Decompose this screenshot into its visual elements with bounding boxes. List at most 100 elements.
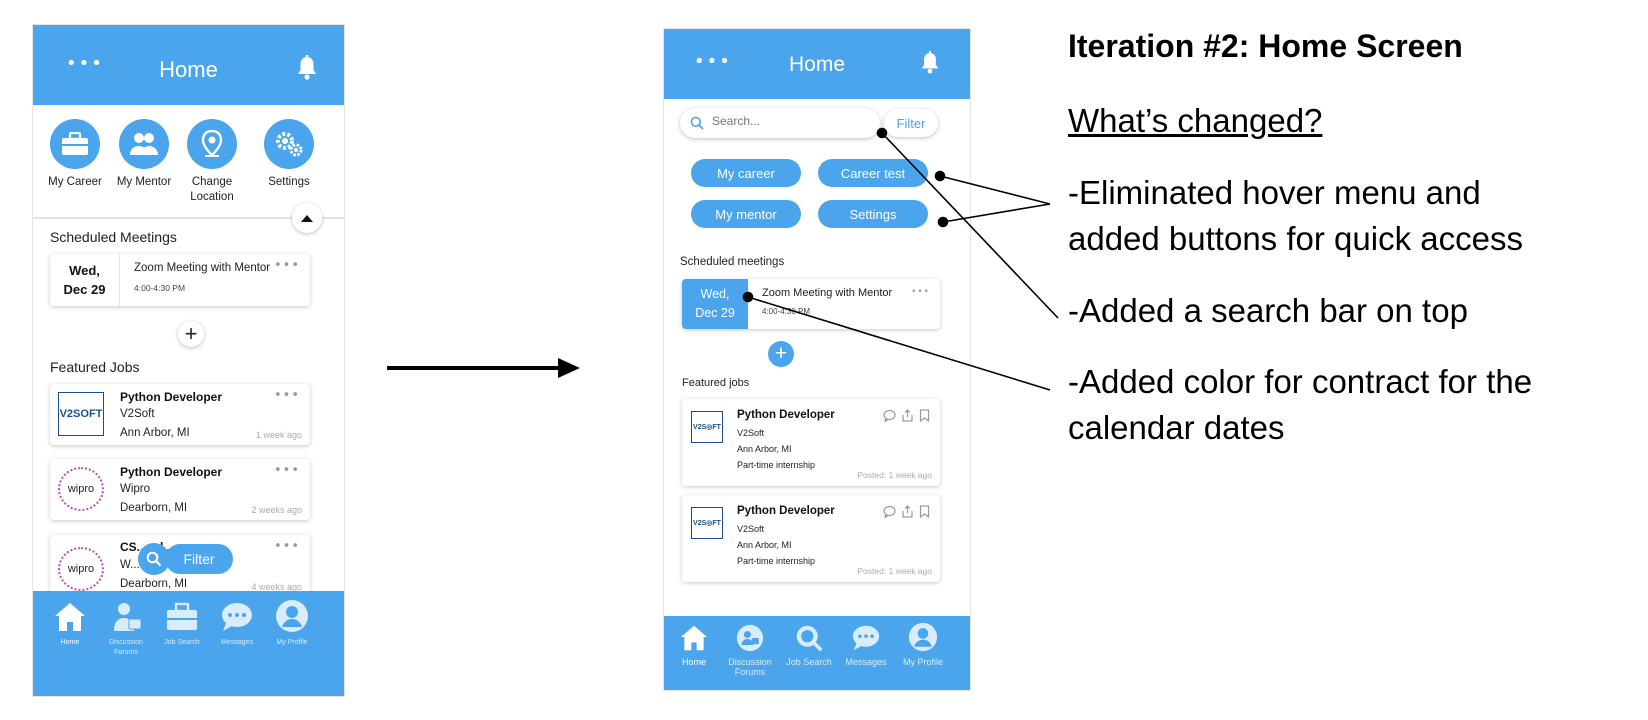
search-input[interactable] — [712, 114, 872, 128]
nav-label: Home — [681, 657, 706, 667]
job-type: Part-time internship — [737, 556, 816, 566]
bell-icon[interactable] — [920, 51, 940, 79]
job-company: V2Soft — [120, 408, 155, 420]
nav-home[interactable]: Home — [45, 601, 95, 648]
job-type: Part-time internship — [737, 460, 816, 470]
nav-label: Discussion Forums — [109, 639, 143, 656]
bookmark-icon[interactable] — [919, 505, 930, 518]
comment-icon[interactable] — [883, 505, 896, 518]
meeting-card[interactable]: Wed, Dec 29 Zoom Meeting with Mentor 4:0… — [50, 254, 310, 306]
job-card[interactable]: wipro Python Developer Wipro Dearborn, M… — [50, 459, 310, 520]
nav-job-search[interactable]: Job Search — [782, 624, 836, 667]
job-card[interactable]: V2S◎FT Python Developer V2Soft Ann Arbor… — [682, 399, 940, 486]
quick-my-mentor[interactable]: My Mentor — [109, 119, 179, 190]
nav-label: Home — [60, 639, 80, 646]
add-meeting-button[interactable]: + — [178, 321, 204, 347]
job-location: Dearborn, MI — [120, 578, 188, 590]
more-dots-icon[interactable]: ••• — [694, 51, 732, 72]
filter-button[interactable]: Filter — [165, 544, 233, 574]
meeting-time: 4:00-4:30 PM — [762, 307, 811, 316]
career-test-button[interactable]: Career test — [818, 159, 928, 187]
chevron-up-icon — [301, 215, 313, 222]
home-icon — [55, 603, 85, 631]
phone-iteration-2: ••• Home Filter My career Career test My… — [664, 29, 970, 690]
search-button[interactable] — [138, 543, 170, 575]
filter-button[interactable]: Filter — [884, 109, 938, 137]
quick-settings[interactable]: Settings — [254, 119, 324, 190]
company-logo: wipro — [58, 547, 104, 591]
quick-label: Settings — [268, 176, 310, 188]
job-title: Python Developer — [120, 465, 223, 479]
comment-icon[interactable] — [883, 409, 896, 422]
job-card[interactable]: V2SOFT Python Developer V2Soft Ann Arbor… — [50, 384, 310, 445]
meeting-date-text: Dec 29 — [63, 282, 106, 297]
more-dots-icon[interactable]: ••• — [273, 539, 300, 554]
more-dots-icon[interactable]: ••• — [66, 53, 104, 74]
meeting-card[interactable]: Wed, Dec 29 Zoom Meeting with Mentor 4:0… — [682, 279, 940, 329]
nav-home[interactable]: Home — [670, 624, 718, 667]
featured-jobs-title: Featured Jobs — [50, 359, 140, 375]
job-actions — [883, 409, 930, 422]
phone-iteration-1: ••• Home My Career My Mentor — [33, 25, 344, 696]
quick-label: My Mentor — [116, 176, 172, 188]
point-line: -Added a search bar on top — [1068, 292, 1468, 329]
meeting-date: Wed, Dec 29 — [50, 254, 120, 306]
slide-subtitle: What’s changed? — [1068, 102, 1323, 139]
collapse-button[interactable] — [292, 203, 322, 233]
point-line: calendar dates — [1068, 409, 1285, 446]
settings-button[interactable]: Settings — [818, 200, 928, 228]
nav-job-search[interactable]: Job Search — [157, 601, 207, 648]
quick-my-career[interactable]: My Career — [40, 119, 110, 190]
meeting-day: Wed, — [69, 263, 100, 278]
point-line: -Added color for contract for the — [1068, 363, 1533, 400]
meeting-title: Zoom Meeting with Mentor — [134, 262, 271, 274]
more-dots-icon[interactable]: ••• — [273, 463, 300, 478]
scheduled-meetings-title: Scheduled meetings — [680, 256, 785, 268]
nav-messages[interactable]: Messages — [212, 601, 262, 648]
quick-label: My Career — [48, 176, 102, 188]
point-calendar-color: -Added color for contract for the calend… — [1068, 359, 1532, 451]
nav-label: Messages — [221, 639, 253, 646]
company-logo: V2S◎FT — [691, 507, 723, 539]
meeting-day: Wed, — [700, 287, 730, 301]
nav-my-profile[interactable]: My Profile — [267, 599, 317, 648]
point-search-bar: -Added a search bar on top — [1068, 288, 1468, 334]
share-icon[interactable] — [901, 409, 914, 422]
share-icon[interactable] — [901, 505, 914, 518]
job-company: Wipro — [120, 483, 151, 495]
job-location: Ann Arbor, MI — [737, 540, 792, 550]
meeting-date: Wed, Dec 29 — [682, 279, 748, 329]
chat-icon — [222, 603, 252, 631]
quick-change-location[interactable]: Change Location — [177, 119, 247, 205]
search-icon — [146, 551, 162, 567]
nav-label: Messages — [845, 657, 887, 667]
job-posted: 1 week ago — [255, 430, 302, 440]
nav-label: My Profile — [902, 657, 943, 667]
nav-messages[interactable]: Messages — [839, 624, 893, 667]
more-dots-icon[interactable]: ••• — [273, 258, 300, 273]
my-mentor-button[interactable]: My mentor — [691, 200, 801, 228]
job-title: Python Developer — [120, 390, 223, 404]
profile-icon — [908, 622, 938, 652]
bottom-nav: Home Discussion Forums Job Search Messag… — [664, 616, 970, 690]
search-icon — [796, 625, 823, 652]
company-logo: wipro — [58, 467, 104, 511]
search-bar[interactable] — [680, 108, 880, 138]
more-dots-icon[interactable]: ••• — [911, 287, 930, 297]
job-card[interactable]: V2S◎FT Python Developer V2Soft Ann Arbor… — [682, 495, 940, 582]
nav-my-profile[interactable]: My Profile — [896, 622, 950, 667]
people-icon — [119, 119, 169, 169]
meeting-title: Zoom Meeting with Mentor — [762, 287, 893, 299]
header-bar: ••• Home — [664, 29, 970, 99]
my-career-button[interactable]: My career — [691, 159, 801, 187]
briefcase-icon — [167, 602, 197, 630]
company-logo: V2SOFT — [58, 392, 104, 436]
point-quick-buttons: -Eliminated hover menu and added buttons… — [1068, 170, 1523, 262]
bell-icon[interactable] — [296, 55, 318, 85]
nav-discussion-forums[interactable]: Discussion Forums — [101, 601, 151, 658]
quick-label: Change Location — [190, 176, 234, 203]
add-meeting-button[interactable]: + — [768, 341, 794, 367]
bookmark-icon[interactable] — [919, 409, 930, 422]
more-dots-icon[interactable]: ••• — [273, 388, 300, 403]
nav-discussion-forums[interactable]: Discussion Forums — [722, 624, 778, 677]
